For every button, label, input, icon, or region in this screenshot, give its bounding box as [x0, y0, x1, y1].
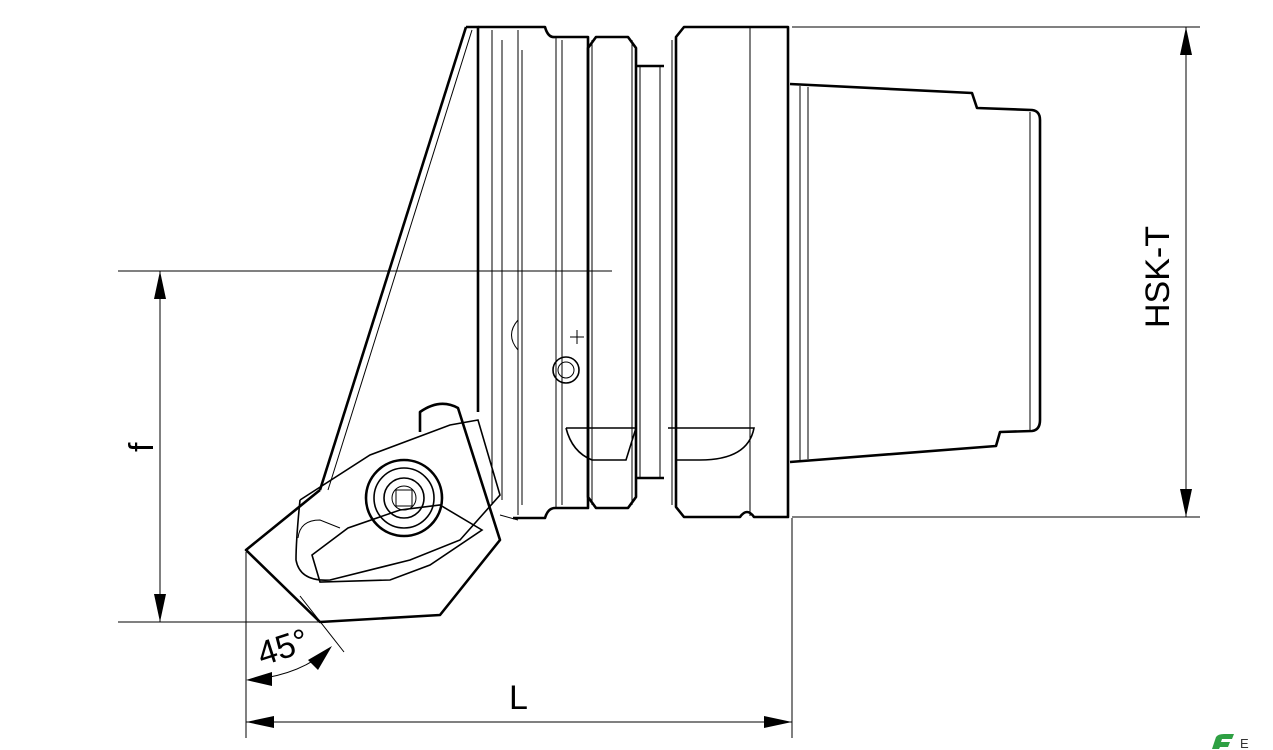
logo-badge: E: [1212, 734, 1249, 750]
logo-icon: [1212, 734, 1234, 749]
offset-label: f: [123, 442, 161, 452]
height-label: HSK-T: [1139, 226, 1177, 328]
main-body: [118, 25, 612, 520]
logo-text: E: [1240, 736, 1249, 750]
length-label: L: [509, 679, 528, 717]
flange-body: [668, 25, 790, 519]
neck: [636, 64, 664, 480]
dimension-hsk-t: [792, 26, 1200, 518]
hsk-shank: [789, 82, 1042, 464]
dimension-angle: [246, 595, 345, 686]
dimension-f: [118, 271, 330, 623]
insert-clamp: [244, 402, 519, 624]
dimension-l: [245, 518, 793, 738]
gripper-ring: [565, 35, 638, 510]
angled-head: [318, 25, 480, 491]
